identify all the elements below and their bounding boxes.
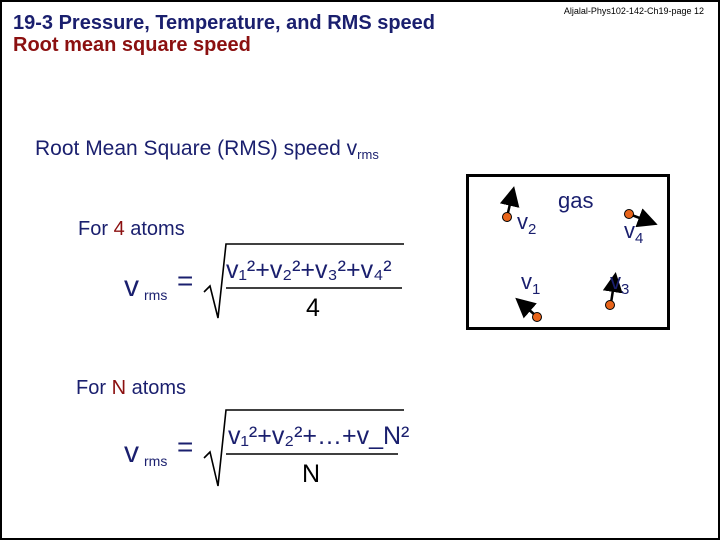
v3-sub: 3 [621,281,629,298]
v4-sub: 4 [635,230,643,247]
formula-4-atoms: v rms = v₁²+v₂²+v₃²+v₄² 4 [122,236,412,326]
atom-2 [503,213,512,222]
velocity-label-v2: v2 [517,209,536,238]
rms-heading-text: Root Mean Square (RMS) speed v [35,137,357,160]
velocity-label-v1: v1 [521,269,540,298]
slide-title: 19-3 Pressure, Temperature, and RMS spee… [13,12,435,56]
formula-n-lhs: v [124,436,139,469]
formula-4-lhs-sub: rms [144,287,167,303]
rms-heading-sub: rms [357,147,379,162]
for-n-count: N [112,377,126,399]
formula-4-equals: = [177,265,193,296]
atom-3 [606,301,615,310]
header-note: Aljalal-Phys102-142-Ch19-page 12 [564,6,704,16]
formula-4-numerator: v₁²+v₂²+v₃²+v₄² [226,256,392,284]
title-line-2: Root mean square speed [13,34,435,56]
atom-1-arrow [519,301,535,315]
formula-4-lhs: v [124,270,139,303]
formula-n-svg: v rms = v₁²+v₂²+…+v_N² N [122,402,412,492]
v2-sub: 2 [528,221,536,238]
rms-heading: Root Mean Square (RMS) speed vrms [35,137,379,162]
formula-4-svg: v rms = v₁²+v₂²+v₃²+v₄² 4 [122,236,412,326]
gas-label: gas [558,188,593,214]
v1-sub: 1 [532,281,540,298]
for-n-prefix: For [76,377,112,399]
v1-base: v [521,269,532,294]
formula-n-numerator: v₁²+v₂²+…+v_N² [228,422,409,450]
formula-4-denominator: 4 [306,294,320,322]
v3-base: v [610,269,621,294]
atom-1 [533,313,542,322]
v4-base: v [624,218,635,243]
formula-n-lhs-sub: rms [144,453,167,469]
v2-base: v [517,209,528,234]
velocity-label-v3: v3 [610,269,629,298]
for-n-atoms-label: For N atoms [76,377,186,400]
for-4-prefix: For [78,218,114,240]
for-n-suffix: atoms [126,377,186,399]
formula-n-equals: = [177,431,193,462]
formula-n-atoms: v rms = v₁²+v₂²+…+v_N² N [122,402,412,492]
formula-n-denominator: N [302,460,320,488]
velocity-label-v4: v4 [624,218,643,247]
title-line-1: 19-3 Pressure, Temperature, and RMS spee… [13,12,435,34]
